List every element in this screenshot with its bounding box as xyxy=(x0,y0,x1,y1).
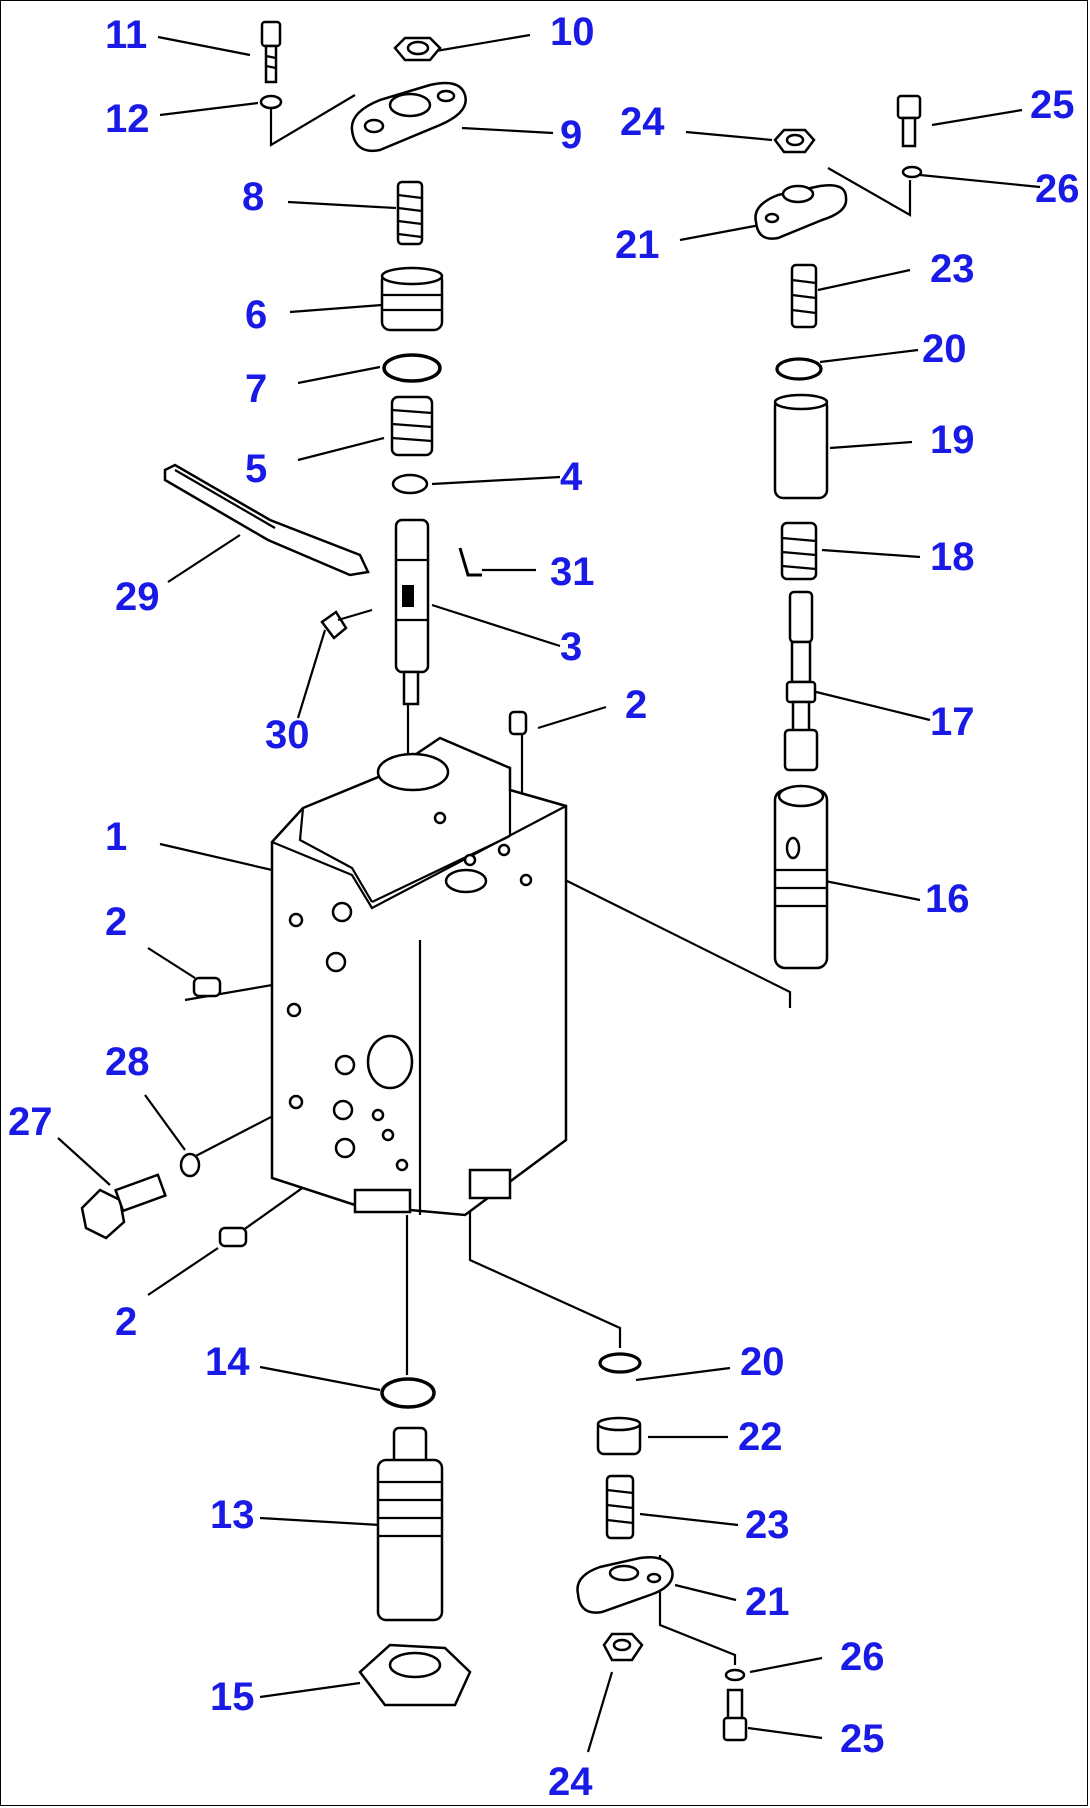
callout-31: 31 xyxy=(550,550,595,594)
callout-20-bottom: 20 xyxy=(740,1340,785,1384)
part-23-spring-bottom xyxy=(605,1474,635,1540)
callout-24-bottom: 24 xyxy=(548,1760,593,1804)
callout-26-top: 26 xyxy=(1035,167,1080,211)
part-2-plug-lower xyxy=(218,1226,248,1248)
callout-20-top: 20 xyxy=(922,327,967,371)
part-3-spool xyxy=(394,518,430,706)
part-19-sleeve xyxy=(773,393,829,500)
callout-11: 11 xyxy=(105,13,147,57)
part-28-o-ring xyxy=(179,1152,201,1178)
callout-6: 6 xyxy=(245,293,267,337)
callout-25-top: 25 xyxy=(1030,83,1075,127)
callout-13: 13 xyxy=(210,1493,255,1537)
part-30-screw xyxy=(320,608,373,640)
callout-2-side: 2 xyxy=(105,900,127,944)
callout-24-top: 24 xyxy=(620,100,665,144)
callout-21-bottom: 21 xyxy=(745,1580,790,1624)
part-7-o-ring xyxy=(382,353,442,383)
part-21-cover-top xyxy=(754,184,848,240)
part-20-o-ring-top xyxy=(775,357,823,381)
part-18-spring xyxy=(780,521,818,581)
part-24-nut-bottom xyxy=(602,1632,644,1662)
part-24-nut-top xyxy=(773,128,816,154)
callout-28: 28 xyxy=(105,1040,150,1084)
callout-17: 17 xyxy=(930,700,975,744)
part-10-nut xyxy=(393,36,442,62)
callout-27: 27 xyxy=(8,1100,53,1144)
part-29-lever xyxy=(163,463,370,577)
part-22-plug xyxy=(596,1416,642,1456)
callout-labels: 11 10 12 9 8 6 7 5 4 29 31 3 30 2 1 2 28… xyxy=(8,10,1080,1804)
part-13-spool xyxy=(376,1426,444,1622)
callout-18: 18 xyxy=(930,535,975,579)
leader-lines xyxy=(57,33,1041,1753)
callout-1: 1 xyxy=(105,815,127,859)
part-21-cover-bottom xyxy=(576,1556,674,1614)
callout-5: 5 xyxy=(245,447,267,491)
part-26-washer-top xyxy=(901,165,923,179)
part-6-piston xyxy=(380,266,444,332)
valve-body xyxy=(270,736,568,1217)
callout-14: 14 xyxy=(205,1340,250,1384)
part-15-nut xyxy=(358,1643,472,1707)
callout-2-lower: 2 xyxy=(115,1300,137,1344)
callout-22: 22 xyxy=(738,1415,783,1459)
callout-30: 30 xyxy=(265,713,310,757)
callout-26-bottom: 26 xyxy=(840,1635,885,1679)
part-27-plug xyxy=(80,1173,167,1240)
callout-29: 29 xyxy=(115,575,160,619)
part-12-washer xyxy=(259,94,283,110)
part-11-bolt xyxy=(260,20,282,84)
part-4-seat xyxy=(391,473,429,495)
callout-23-bottom: 23 xyxy=(745,1503,790,1547)
callout-15: 15 xyxy=(210,1675,255,1719)
callout-19: 19 xyxy=(930,418,975,462)
callout-9: 9 xyxy=(560,113,582,157)
callout-21-top: 21 xyxy=(615,223,660,267)
part-26-washer-bottom xyxy=(724,1668,746,1682)
part-8-spring xyxy=(396,180,424,246)
callout-4: 4 xyxy=(560,455,583,499)
part-9-cover xyxy=(350,81,467,153)
callout-25-bottom: 25 xyxy=(840,1717,885,1761)
callout-12: 12 xyxy=(105,97,150,141)
part-2-plug-top xyxy=(508,710,528,736)
part-17-spool xyxy=(783,590,819,772)
callout-10: 10 xyxy=(550,10,595,54)
part-20-o-ring-bottom xyxy=(598,1352,642,1374)
callout-7: 7 xyxy=(245,367,267,411)
part-2-plug-side xyxy=(192,976,222,998)
part-25-bolt-top xyxy=(896,94,922,148)
part-23-spring-top xyxy=(790,263,818,329)
callout-2-top: 2 xyxy=(625,683,647,727)
part-5-spring xyxy=(390,395,434,457)
callout-3: 3 xyxy=(560,625,582,669)
part-14-o-ring xyxy=(380,1377,436,1409)
callout-16: 16 xyxy=(925,877,970,921)
part-16-sleeve xyxy=(773,784,829,970)
callout-23-top: 23 xyxy=(930,247,975,291)
part-31-pin xyxy=(458,547,482,577)
part-25-bolt-bottom xyxy=(722,1688,748,1742)
callout-8: 8 xyxy=(242,175,264,219)
